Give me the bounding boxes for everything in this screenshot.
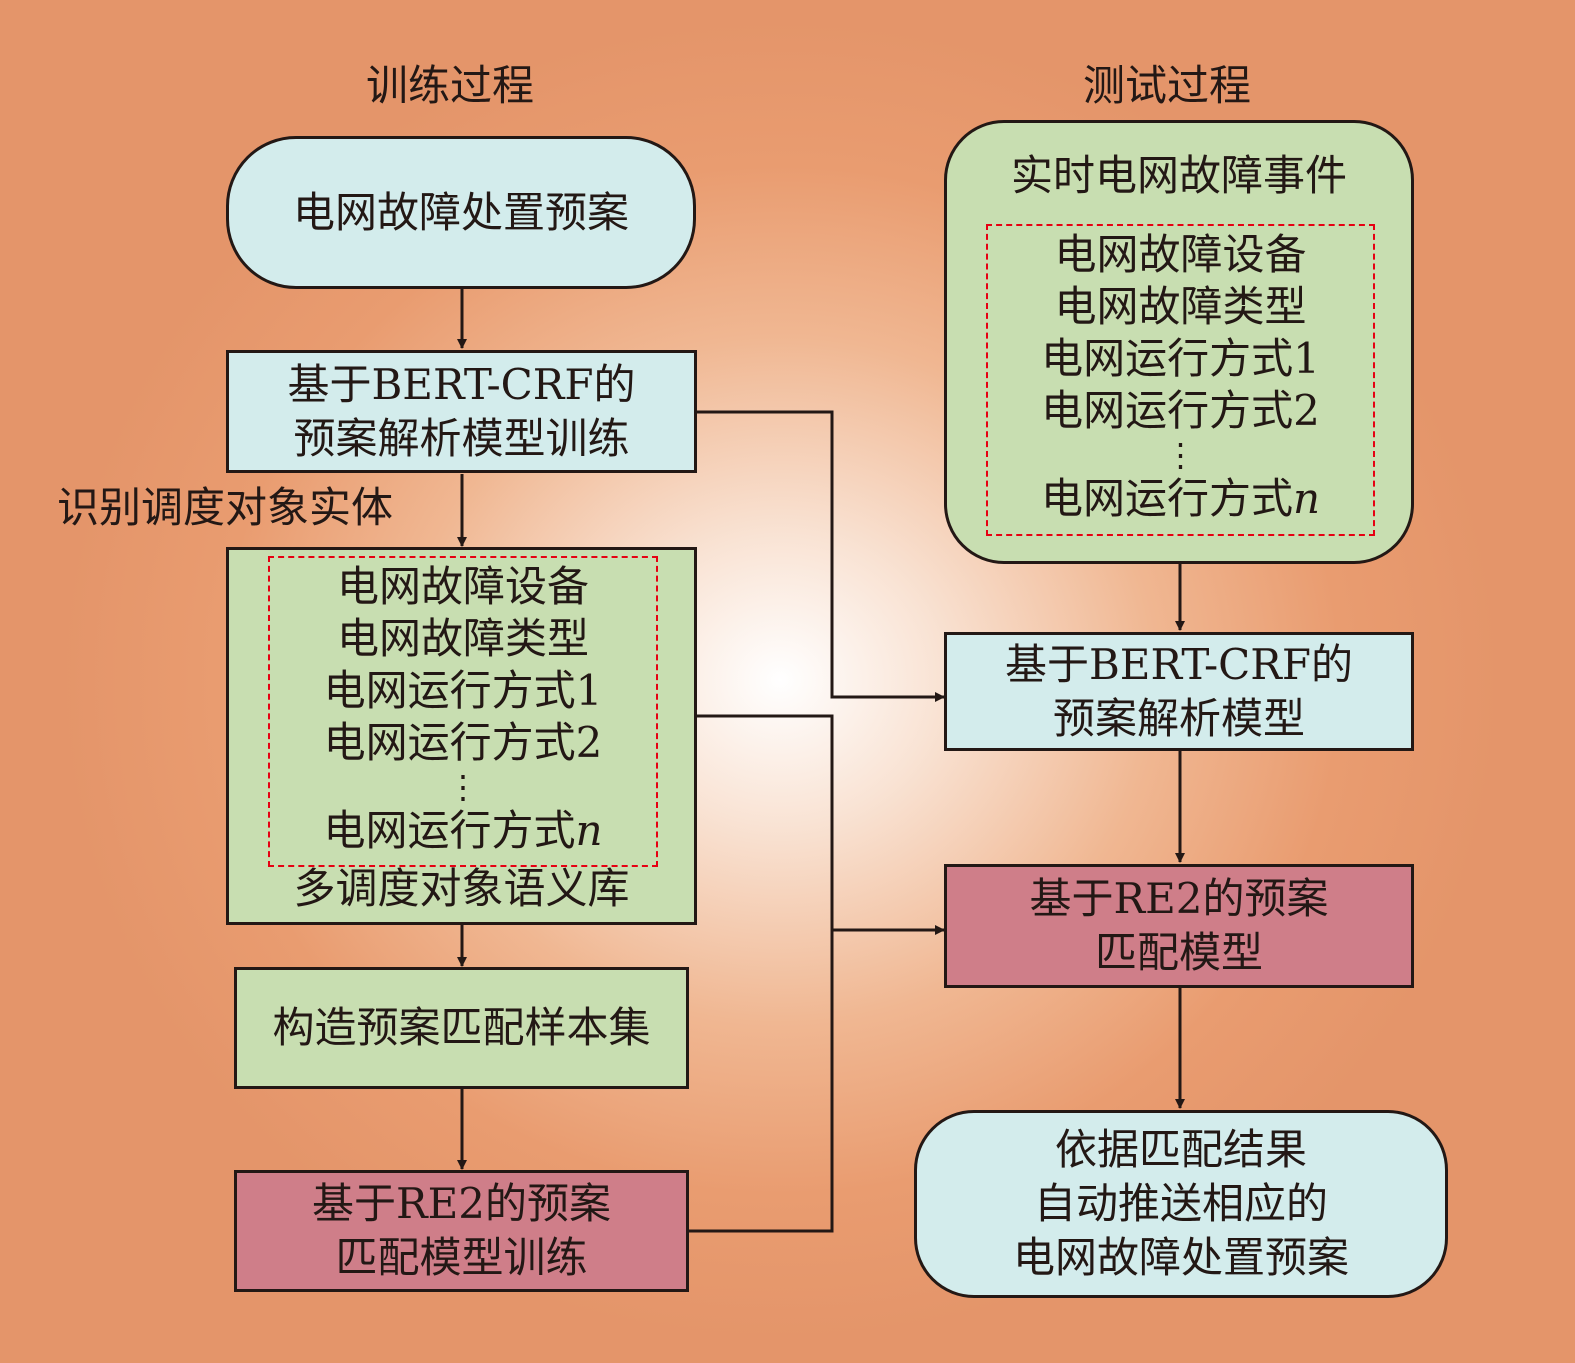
fault-event-last-var: n bbox=[1292, 474, 1321, 523]
fault-event-entity: 电网运行方式1 bbox=[1041, 334, 1320, 383]
result-node: 依据匹配结果 自动推送相应的 电网故障处置预案 bbox=[914, 1110, 1448, 1298]
fault-event-ellipsis: ⋮ bbox=[1164, 436, 1197, 474]
semantic-lib-last-var: n bbox=[575, 806, 603, 855]
fault-event-entity-last: 电网运行方式n bbox=[1041, 473, 1320, 525]
result-line-2: 自动推送相应的 bbox=[1033, 1179, 1328, 1228]
re2-model-node: 基于RE2的预案 匹配模型 bbox=[944, 864, 1414, 988]
bert-train-line-1: 基于BERT-CRF的 bbox=[287, 359, 636, 409]
semantic-lib-entity-group: 电网故障设备 电网故障类型 电网运行方式1 电网运行方式2 ⋮ 电网运行方式n bbox=[268, 556, 658, 867]
fault-event-last-prefix: 电网运行方式 bbox=[1040, 474, 1293, 523]
connector-bert-train-to-bert-model bbox=[697, 410, 945, 702]
bert-model-node: 基于BERT-CRF的 预案解析模型 bbox=[944, 632, 1414, 751]
train-header: 训练过程 bbox=[366, 61, 535, 110]
connector-semantic-lib-to-re2-model bbox=[697, 714, 945, 935]
semantic-lib-entity: 电网运行方式2 bbox=[323, 718, 603, 767]
connector-re2-train-to-junction bbox=[689, 930, 834, 1233]
semantic-lib-ellipsis: ⋮ bbox=[447, 768, 479, 806]
semantic-lib-entity: 电网故障设备 bbox=[336, 562, 589, 611]
fault-event-entity: 电网故障类型 bbox=[1054, 282, 1307, 331]
result-line-3: 电网故障处置预案 bbox=[1012, 1233, 1349, 1282]
test-header: 测试过程 bbox=[1083, 61, 1252, 110]
train-start-label: 电网故障处置预案 bbox=[292, 187, 629, 237]
bert-train-node: 基于BERT-CRF的 预案解析模型训练 bbox=[226, 350, 697, 473]
fault-event-title: 实时电网故障事件 bbox=[1010, 151, 1347, 200]
re2-train-line-1: 基于RE2的预案 bbox=[311, 1179, 611, 1228]
result-line-1: 依据匹配结果 bbox=[1054, 1125, 1307, 1174]
re2-model-line-2: 匹配模型 bbox=[1094, 928, 1263, 977]
semantic-lib-entity: 电网运行方式1 bbox=[323, 666, 603, 715]
semantic-lib-entity: 电网故障类型 bbox=[336, 614, 589, 663]
bert-train-line-2: 预案解析模型训练 bbox=[293, 413, 630, 463]
sample-set-node: 构造预案匹配样本集 bbox=[234, 967, 689, 1089]
semantic-lib-last-prefix: 电网运行方式 bbox=[323, 806, 576, 855]
sample-set-label: 构造预案匹配样本集 bbox=[272, 1003, 651, 1052]
semantic-lib-node: 多调度对象语义库 bbox=[226, 547, 697, 925]
train-start-node: 电网故障处置预案 bbox=[226, 136, 696, 289]
fault-event-entity-group: 电网故障设备 电网故障类型 电网运行方式1 电网运行方式2 ⋮ 电网运行方式n bbox=[986, 224, 1375, 536]
re2-train-line-2: 匹配模型训练 bbox=[335, 1233, 588, 1282]
fault-event-node: 实时电网故障事件 bbox=[944, 120, 1414, 564]
bert-model-line-1: 基于BERT-CRF的 bbox=[1004, 639, 1354, 689]
semantic-lib-entity-last: 电网运行方式n bbox=[323, 805, 602, 857]
fault-event-entity: 电网运行方式2 bbox=[1041, 386, 1320, 435]
fault-event-entity: 电网故障设备 bbox=[1054, 230, 1307, 279]
re2-train-node: 基于RE2的预案 匹配模型训练 bbox=[234, 1170, 689, 1292]
bert-model-line-2: 预案解析模型 bbox=[1052, 693, 1305, 743]
re2-model-line-1: 基于RE2的预案 bbox=[1029, 874, 1329, 923]
semantic-lib-caption: 多调度对象语义库 bbox=[293, 864, 630, 913]
edge-label-identify-entities: 识别调度对象实体 bbox=[57, 483, 394, 532]
